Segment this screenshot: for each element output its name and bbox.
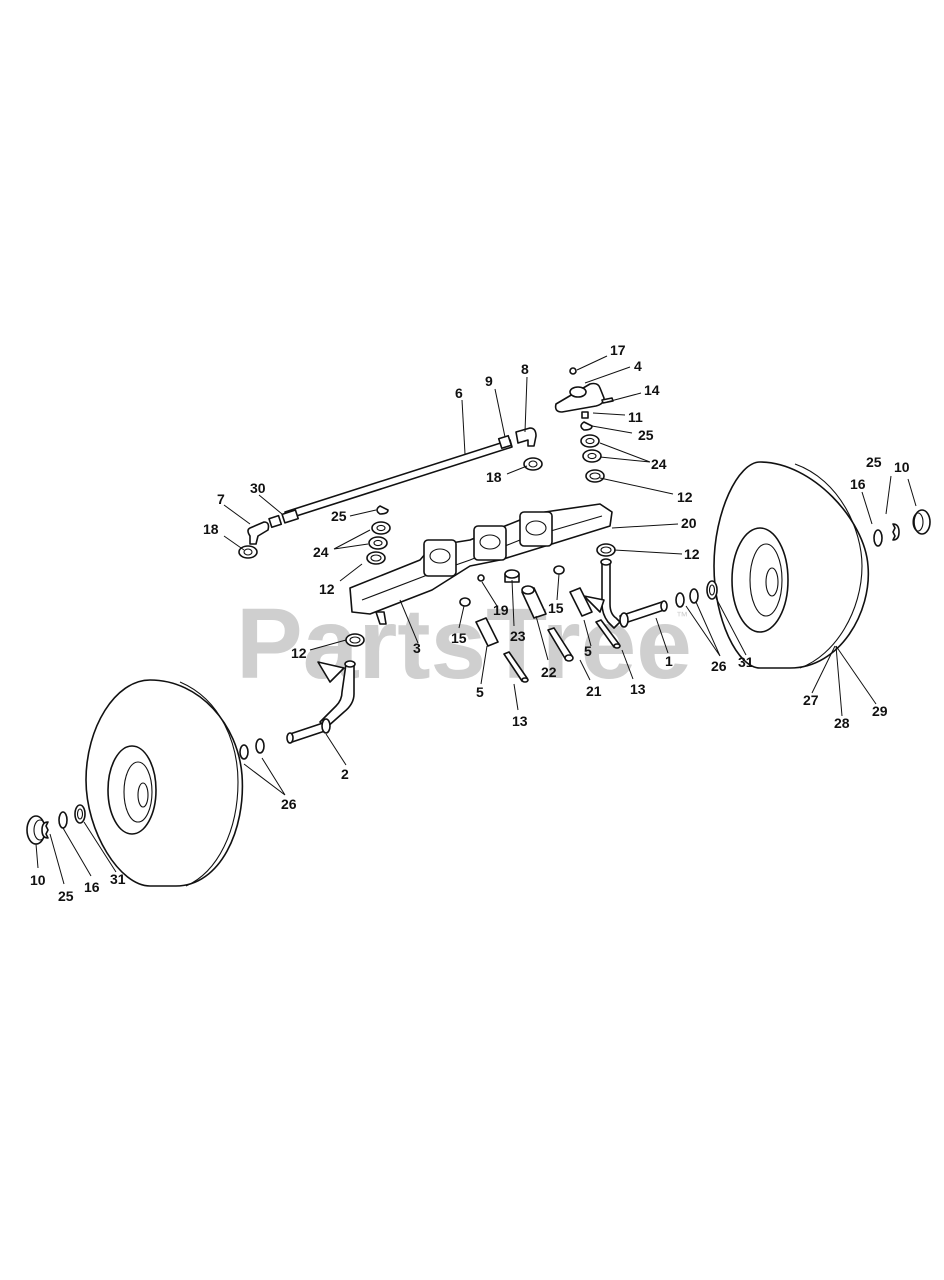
callout-12-right: 12 bbox=[684, 546, 700, 562]
callout-25: 25 bbox=[638, 427, 654, 443]
callout-15-left: 15 bbox=[451, 630, 467, 646]
callout-7: 7 bbox=[217, 491, 225, 507]
callout-24: 24 bbox=[651, 456, 667, 472]
callout-10-right: 10 bbox=[894, 459, 910, 475]
callout-31-left: 31 bbox=[110, 871, 126, 887]
callout-10-left: 10 bbox=[30, 872, 46, 888]
callout-4: 4 bbox=[634, 358, 642, 374]
spindle-right bbox=[583, 558, 668, 629]
callout-29: 29 bbox=[872, 703, 888, 719]
tie-rod-assembly bbox=[238, 427, 543, 559]
callout-31-right: 31 bbox=[738, 654, 754, 670]
callout-27: 27 bbox=[803, 692, 819, 708]
callout-16-left: 16 bbox=[84, 879, 100, 895]
callout-28: 28 bbox=[834, 715, 850, 731]
callout-26-left: 26 bbox=[281, 796, 297, 812]
left-pivot-hardware bbox=[345, 505, 616, 647]
callout-25-hub-left: 25 bbox=[58, 888, 74, 904]
callout-11: 11 bbox=[628, 409, 643, 425]
front-axle bbox=[349, 503, 613, 625]
callout-labels: 17 4 14 11 25 24 12 8 9 6 18 30 7 18 25 … bbox=[30, 342, 910, 904]
callout-21: 21 bbox=[586, 683, 602, 699]
watermark-trademark: ™ bbox=[676, 609, 688, 623]
callout-13-right: 13 bbox=[630, 681, 646, 697]
callout-16-right: 16 bbox=[850, 476, 866, 492]
callout-12-spindle: 12 bbox=[291, 645, 307, 661]
left-tire bbox=[85, 679, 244, 887]
center-pivot-hardware bbox=[459, 565, 621, 683]
callout-6: 6 bbox=[455, 385, 463, 401]
callout-3: 3 bbox=[413, 640, 421, 656]
callout-15-right: 15 bbox=[548, 600, 564, 616]
callout-24-left: 24 bbox=[313, 544, 329, 560]
callout-25-left: 25 bbox=[331, 508, 347, 524]
callout-23: 23 bbox=[510, 628, 526, 644]
callout-8: 8 bbox=[521, 361, 529, 377]
right-hub-parts bbox=[675, 509, 931, 608]
callout-18-left: 18 bbox=[203, 521, 219, 537]
callout-12-left: 12 bbox=[319, 581, 335, 597]
right-tire bbox=[713, 461, 870, 669]
callout-18: 18 bbox=[486, 469, 502, 485]
spindle-left bbox=[286, 660, 356, 744]
callout-25-hub-right: 25 bbox=[866, 454, 882, 470]
callout-30: 30 bbox=[250, 480, 266, 496]
callout-13-left: 13 bbox=[512, 713, 528, 729]
callout-9: 9 bbox=[485, 373, 493, 389]
callout-1: 1 bbox=[665, 653, 673, 669]
callout-20: 20 bbox=[681, 515, 697, 531]
steering-arm bbox=[554, 367, 614, 483]
callout-12: 12 bbox=[677, 489, 693, 505]
callout-26-right: 26 bbox=[711, 658, 727, 674]
leader-lines bbox=[35, 355, 917, 885]
callout-2: 2 bbox=[341, 766, 349, 782]
callout-5-right: 5 bbox=[584, 643, 592, 659]
callout-14: 14 bbox=[644, 382, 660, 398]
callout-19: 19 bbox=[493, 602, 509, 618]
callout-5-left: 5 bbox=[476, 684, 484, 700]
callout-17: 17 bbox=[610, 342, 626, 358]
callout-22: 22 bbox=[541, 664, 557, 680]
